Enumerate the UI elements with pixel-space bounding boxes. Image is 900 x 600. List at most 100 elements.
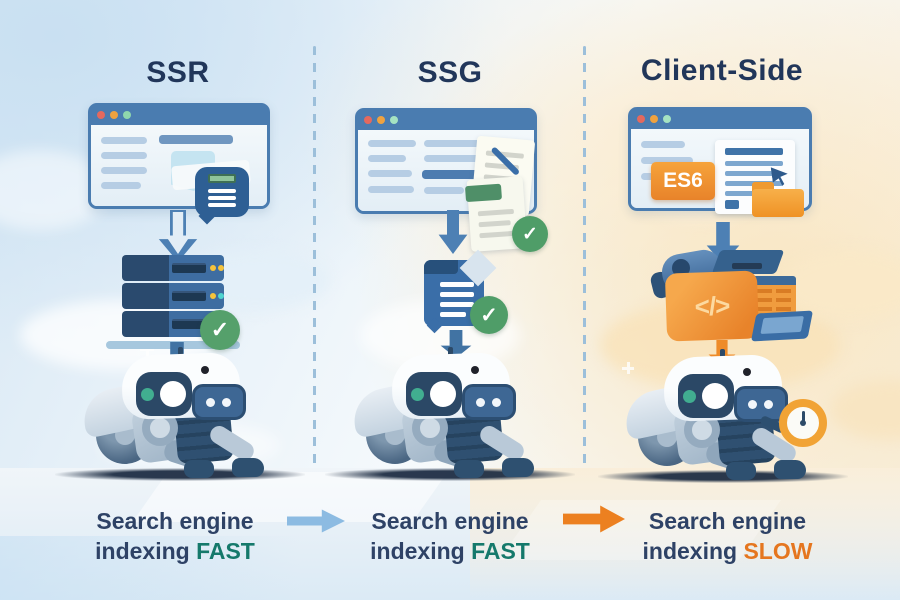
skeleton-header-line	[159, 135, 233, 144]
window-dot-yellow-icon	[377, 116, 385, 124]
caption-line2: indexing SLOW	[610, 536, 845, 566]
keyword-fast: FAST	[471, 538, 530, 564]
document-header-band	[424, 260, 458, 274]
folder-icon	[752, 182, 774, 192]
rendered-page-icon	[195, 167, 249, 225]
crawler-robot-icon	[620, 349, 822, 482]
caption-client-side: Search engine indexing SLOW	[610, 506, 845, 566]
window-dot-green-icon	[663, 115, 671, 123]
keyword-fast: FAST	[196, 538, 255, 564]
document-block	[725, 200, 739, 209]
check-icon: ✓	[470, 296, 508, 334]
robot-snout	[462, 384, 516, 420]
check-glyph: ✓	[522, 223, 538, 245]
server-light-icon	[210, 293, 216, 299]
ground-warm-tint	[470, 468, 900, 600]
robot-snout-dot	[476, 398, 485, 407]
caption-ssr: Search engine indexing FAST	[65, 506, 285, 566]
es6-badge: ES6	[651, 162, 715, 200]
cloud-decoration	[780, 250, 900, 320]
crawler-robot-icon	[78, 347, 280, 480]
caption-indexing: indexing	[370, 538, 465, 564]
skeleton-header-line	[422, 170, 480, 179]
caption-line1: Search engine	[371, 508, 529, 534]
icon-line	[208, 196, 236, 200]
check-glyph: ✓	[480, 303, 498, 327]
robot-snout-dot	[492, 398, 501, 407]
robot-ear-dot	[743, 368, 751, 376]
robot-paw	[502, 458, 534, 477]
clock-icon	[779, 399, 827, 447]
document-header-line	[725, 148, 783, 155]
robot-eye	[702, 383, 728, 409]
document-line	[479, 230, 516, 239]
server-light-icon	[218, 293, 224, 299]
browser-titlebar	[357, 110, 535, 130]
server-light-icon	[218, 265, 224, 271]
caption-indexing: indexing	[95, 538, 190, 564]
skeleton-line	[368, 155, 406, 162]
window-dot-red-icon	[364, 116, 372, 124]
skeleton-line	[424, 187, 464, 194]
clock-hand	[802, 411, 805, 424]
caption-line2: indexing FAST	[65, 536, 285, 566]
column-title-ssg: SSG	[417, 56, 483, 89]
robot-antenna	[720, 349, 725, 359]
document-line	[440, 302, 474, 307]
skeleton-line	[424, 140, 480, 147]
server-slot	[172, 291, 206, 301]
machine-body: </>	[664, 270, 760, 342]
caption-line2: indexing FAST	[340, 536, 560, 566]
document-line	[725, 171, 775, 176]
render-machine-icon: </>	[649, 247, 814, 345]
column-title-client-side: Client-Side	[640, 54, 804, 87]
skeleton-line	[368, 170, 412, 177]
document-line	[478, 220, 511, 228]
sparkle-decoration	[622, 362, 634, 374]
caption-line1: Search engine	[648, 508, 807, 534]
robot-ear-dot	[201, 366, 209, 374]
document-line	[440, 292, 474, 297]
robot-snout	[192, 384, 246, 420]
robot-snout-dot	[206, 398, 215, 407]
server-slot	[172, 263, 206, 273]
skeleton-line	[368, 140, 416, 147]
machine-tray-screen	[760, 315, 805, 335]
check-glyph: ✓	[210, 317, 230, 342]
robot-paw	[726, 462, 756, 480]
folder-icon-body	[752, 189, 804, 217]
browser-titlebar	[90, 105, 268, 125]
window-dot-red-icon	[637, 115, 645, 123]
column-divider-right	[583, 46, 586, 470]
keyword-slow: SLOW	[743, 538, 813, 564]
caption-line1: Search engine	[96, 508, 254, 534]
skeleton-line	[101, 137, 147, 144]
robot-eye	[430, 381, 456, 407]
document-line	[725, 161, 783, 166]
document-header-band	[464, 183, 503, 203]
skeleton-line	[641, 141, 685, 148]
check-icon: ✓	[200, 310, 240, 350]
robot-ear-dot	[471, 366, 479, 374]
browser-titlebar	[630, 109, 810, 129]
caption-ssg: Search engine indexing FAST	[340, 506, 560, 566]
screen-slot	[208, 174, 236, 183]
window-dot-yellow-icon	[110, 111, 118, 119]
robot-eye-visor	[678, 374, 734, 418]
machine-top-slot	[732, 263, 762, 269]
robot-paw	[454, 460, 484, 478]
server-light-icon	[210, 265, 216, 271]
robot-paw	[232, 458, 264, 477]
skeleton-line	[101, 167, 147, 174]
robot-eye-visor	[136, 372, 192, 416]
server-unit	[122, 255, 224, 281]
icon-line	[208, 203, 236, 207]
robot-snout-dot	[222, 398, 231, 407]
robot-eye	[160, 381, 186, 407]
machine-side-gap	[772, 289, 776, 321]
skeleton-line	[424, 155, 488, 162]
skeleton-line	[101, 182, 141, 189]
server-unit	[122, 283, 224, 309]
robot-antenna	[178, 347, 183, 357]
